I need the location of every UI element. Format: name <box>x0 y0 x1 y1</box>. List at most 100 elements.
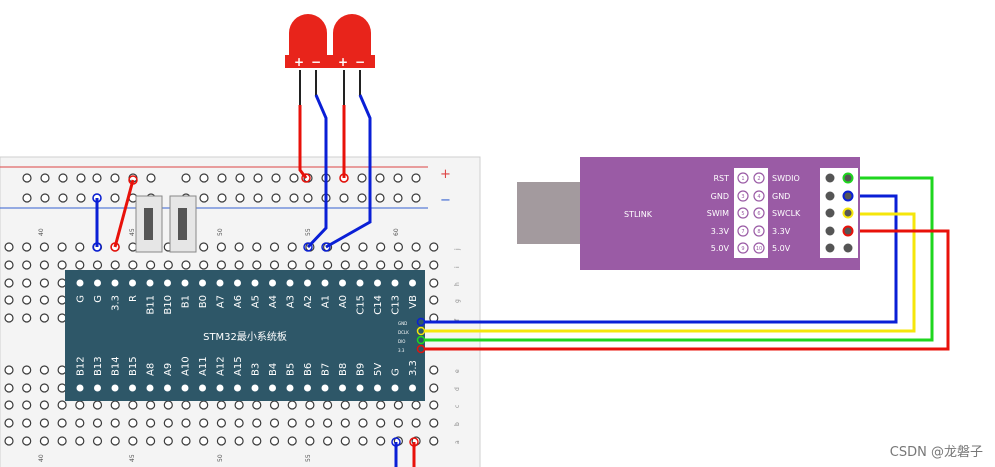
stlink-pin-number: 4 <box>757 194 760 200</box>
led-red: + − <box>329 14 375 69</box>
breadboard-hole <box>393 193 403 203</box>
board-pin-hole <box>128 278 137 288</box>
breadboard-hole <box>57 278 67 288</box>
board-swd-label: DCLK <box>398 330 409 335</box>
breadboard-hole <box>22 418 32 428</box>
breadboard-hole <box>57 313 67 323</box>
stlink-pin-number: 6 <box>757 211 760 217</box>
board-pin-label: C15 <box>356 295 367 315</box>
breadboard-hole <box>181 418 191 428</box>
breadboard-hole <box>57 295 67 305</box>
breadboard-hole <box>199 418 209 428</box>
breadboard-wires <box>92 175 419 467</box>
board-pin-label: A3 <box>286 295 297 308</box>
board-pin-hole <box>93 383 102 393</box>
breadboard-hole <box>376 242 386 252</box>
board-pin-hole <box>320 383 330 393</box>
breadboard-hole <box>340 418 350 428</box>
stlink-pin <box>753 190 765 202</box>
column-number: 45 <box>129 228 136 236</box>
breadboard-hole <box>199 260 209 270</box>
breadboard-hole <box>57 418 67 428</box>
board-pin-hole <box>250 278 260 288</box>
stlink-pin <box>737 242 749 254</box>
wire-red <box>113 179 135 248</box>
board-pin-hole <box>198 278 207 288</box>
breadboard-hole <box>199 400 209 410</box>
breadboard-hole <box>376 260 386 270</box>
breadboard-hole <box>110 400 120 410</box>
breadboard-hole <box>39 242 50 252</box>
breadboard-hole <box>429 295 439 305</box>
board-pin-label: A9 <box>163 363 174 376</box>
row-letter: h <box>454 282 461 286</box>
breadboard-hole <box>22 173 32 183</box>
stlink-left-label: RST <box>713 174 729 183</box>
breadboard-hole <box>340 400 350 410</box>
breadboard-hole <box>252 436 262 446</box>
breadboard-hole <box>76 173 86 183</box>
breadboard-hole <box>340 260 350 270</box>
breadboard-hole <box>269 242 280 252</box>
breadboard-hole <box>40 173 50 183</box>
breadboard-hole <box>39 260 50 270</box>
row-letter: f <box>454 318 461 321</box>
breadboard-hole <box>4 365 14 375</box>
breadboard-hole <box>4 383 14 393</box>
stlink-left-label: 3.3V <box>711 227 730 236</box>
board-pin-label: 3.3 <box>111 295 122 311</box>
stlink-pin <box>753 225 765 237</box>
breadboard-hole <box>110 418 120 428</box>
breadboard-hole <box>75 418 85 428</box>
breadboard-hole <box>323 400 333 410</box>
breadboard-hole <box>269 436 280 446</box>
breadboard-hole <box>216 436 226 446</box>
breadboard-hole <box>22 260 32 270</box>
breadboard-hole <box>234 436 244 446</box>
breadboard-hole <box>57 436 67 446</box>
board-pin-hole <box>355 383 365 393</box>
board-pin-label: 3.3 <box>408 360 419 376</box>
board-pin-label: B13 <box>93 356 104 376</box>
rail-minus-label: − <box>440 193 451 208</box>
breadboard-hole <box>287 418 297 428</box>
board-pin-label: A1 <box>321 295 332 308</box>
board-pin-label: A7 <box>216 295 227 308</box>
breadboard-hole <box>252 400 262 410</box>
breadboard-hole <box>22 295 32 305</box>
breadboard-hole <box>411 173 421 183</box>
board-pin-hole <box>215 278 225 288</box>
breadboard-hole <box>22 313 32 323</box>
row-letter: e <box>454 369 461 373</box>
breadboard-hole <box>163 260 173 270</box>
board-pin-label: B1 <box>181 295 192 308</box>
column-number: 55 <box>305 228 312 236</box>
breadboard-hole <box>4 418 14 428</box>
stlink-pin-number: 5 <box>741 211 744 217</box>
stlink-right-label: GND <box>772 192 790 201</box>
row-letter: j <box>454 248 461 251</box>
breadboard-hole <box>358 418 368 428</box>
board-pin-hole <box>128 383 137 393</box>
board-pin-label: B3 <box>251 363 262 376</box>
column-number: 40 <box>38 228 45 236</box>
push-button <box>135 195 163 253</box>
breadboard-hole <box>39 313 50 323</box>
board-pin-hole <box>145 383 155 393</box>
board-title: STM32最小系统板 <box>203 330 287 343</box>
board-pin-hole <box>75 383 85 393</box>
board-pin-hole <box>198 383 207 393</box>
breadboard-hole <box>92 418 103 428</box>
breadboard-hole <box>429 383 439 393</box>
breadboard-hole <box>252 418 262 428</box>
stlink-swd-hole <box>825 226 835 236</box>
row-letter: i <box>454 266 461 268</box>
breadboard-hole <box>289 193 299 203</box>
board-pin-hole <box>303 278 312 288</box>
breadboard-hole <box>339 193 349 203</box>
board-pin-hole <box>163 278 172 288</box>
breadboard-hole <box>181 173 191 183</box>
breadboard-hole <box>234 400 244 410</box>
